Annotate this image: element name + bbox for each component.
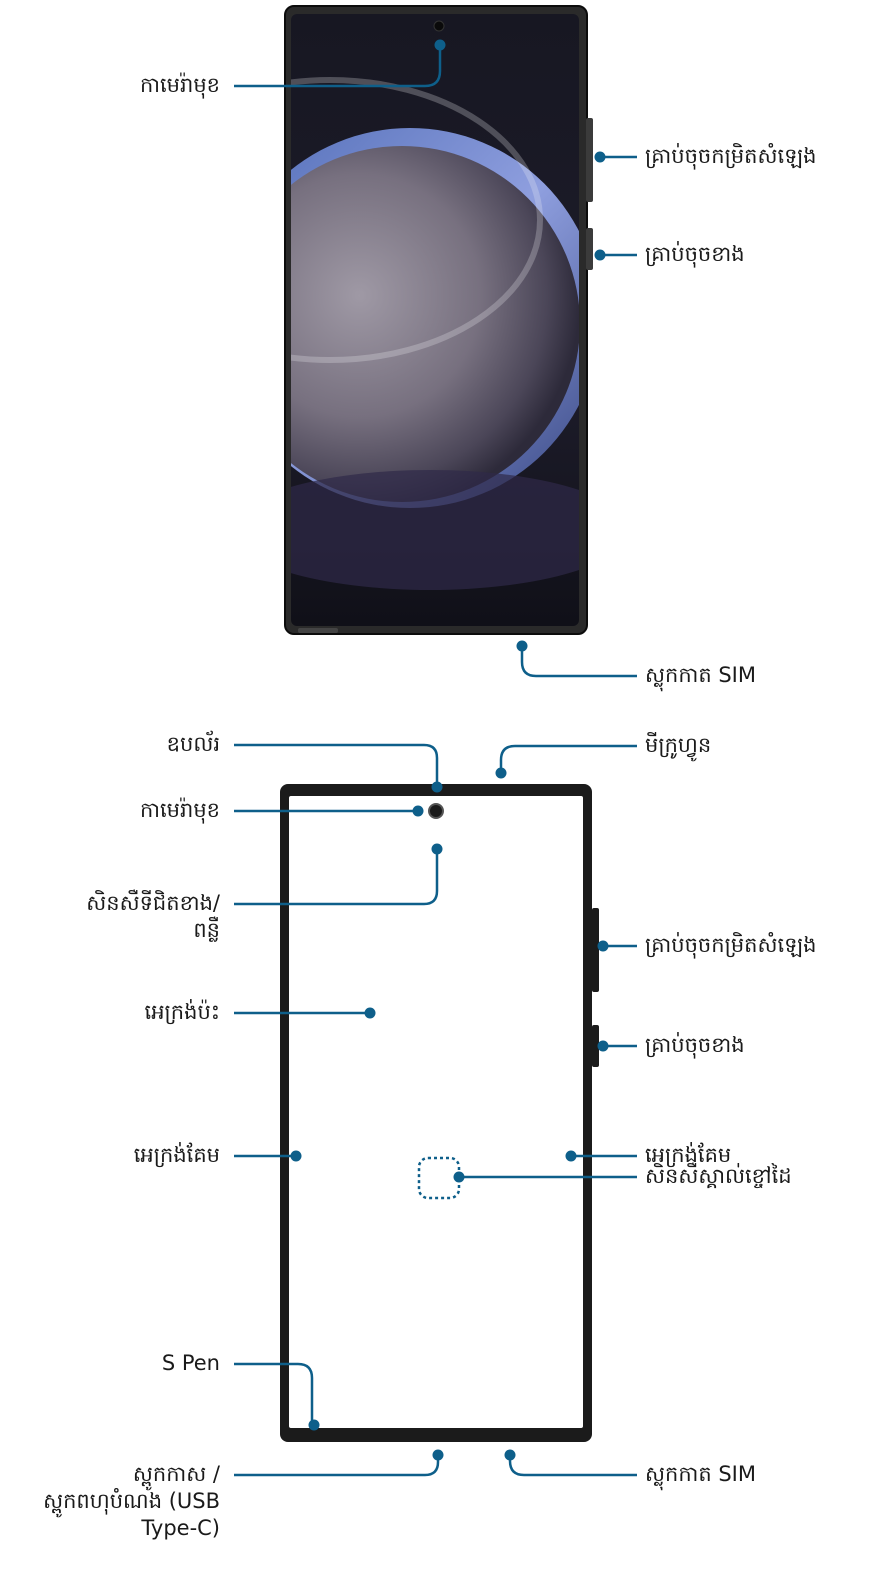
front-volume-key-shape xyxy=(586,118,593,202)
diagram-phone-illustration xyxy=(280,784,599,1442)
diagram-side-key-shape xyxy=(592,1025,599,1067)
front-phone-illustration xyxy=(284,5,593,635)
label-proximity-sensor-line2: ពន្លឺ xyxy=(193,918,220,942)
callout-proximity-sensor xyxy=(234,849,439,906)
label-sim-tray-2: ស្លុកកាត SIM xyxy=(645,1462,756,1486)
callout-dot-touchscreen xyxy=(364,1007,376,1019)
callout-front-camera xyxy=(234,44,442,88)
wallpaper-planet xyxy=(291,146,579,502)
label-port-line1: ស្ពូកកាស / xyxy=(132,1462,220,1486)
diagram-volume-key-shape xyxy=(592,908,599,992)
callout-dot-s-pen xyxy=(308,1419,320,1431)
front-side-key-shape xyxy=(586,228,593,270)
label-edge-screen-right: អេក្រង់គែម xyxy=(645,1143,732,1167)
callout-s-pen xyxy=(234,1362,314,1425)
label-front-camera-2: កាមេរ៉ាមុខ xyxy=(140,798,220,822)
label-port: ស្ពូកកាស / ស្ពូកពហុបំណង (USB Type-C) xyxy=(43,1461,220,1542)
callout-port xyxy=(234,1455,440,1477)
label-side-key: គ្រាប់ចុចខាង xyxy=(645,242,745,266)
callout-dot-port xyxy=(432,1449,444,1461)
callout-dot-proximity-sensor xyxy=(431,843,443,855)
label-port-line2: ស្ពូកពហុបំណង (USB xyxy=(43,1489,220,1513)
callout-microphone-top xyxy=(499,744,637,773)
label-port-line3: Type-C) xyxy=(141,1516,220,1540)
diagram-callouts xyxy=(234,743,637,1477)
label-proximity-sensor-line1: សិនសឺទីជិតខាង/ xyxy=(86,891,220,915)
callout-dot-front-camera-2 xyxy=(412,805,424,817)
wallpaper-arc xyxy=(291,77,543,363)
label-volume-keys: គ្រាប់ចុចកម្រិតសំឡេង xyxy=(645,144,817,168)
front-callouts xyxy=(234,39,637,678)
callout-dot-earpiece xyxy=(431,781,443,793)
label-touchscreen: អេក្រង់ប៉ះ xyxy=(144,1000,220,1024)
diagram-screen xyxy=(289,796,583,1428)
callout-dot-front-camera xyxy=(434,39,446,51)
callout-dot-microphone-top xyxy=(495,767,507,779)
label-s-pen: S Pen xyxy=(161,1351,220,1375)
label-earpiece: ឧបល័រ xyxy=(166,732,220,756)
front-camera-hole xyxy=(433,20,445,32)
callout-earpiece xyxy=(234,743,439,787)
label-volume-keys-2: គ្រាប់ចុចកម្រិតសំឡេង xyxy=(645,933,817,957)
callout-dot-side-key-2 xyxy=(597,1040,609,1052)
diagram-camera-hole xyxy=(428,803,444,819)
callout-dot-volume-keys-front xyxy=(594,151,606,163)
label-front-camera: កាមេរ៉ាមុខ xyxy=(140,73,220,97)
callout-dot-fingerprint-sensor xyxy=(453,1171,465,1183)
callout-dot-edge-screen-right xyxy=(565,1150,577,1162)
wallpaper-horizon-glow xyxy=(291,470,579,590)
front-bottom-bar xyxy=(298,628,338,633)
callout-sim-tray-2 xyxy=(508,1455,637,1477)
callout-sim-tray-front xyxy=(520,646,637,678)
callout-dot-volume-keys-2 xyxy=(597,940,609,952)
callout-dot-edge-screen-left xyxy=(290,1150,302,1162)
label-side-key-2: គ្រាប់ចុចខាង xyxy=(645,1033,745,1057)
callout-dot-sim-tray-front xyxy=(516,640,528,652)
label-microphone-top: មីក្រូហ្វូន xyxy=(645,733,712,757)
label-edge-screen-left: អេក្រង់គែម xyxy=(133,1143,220,1167)
callout-dot-sim-tray-2 xyxy=(504,1449,516,1461)
callout-dot-side-key-front xyxy=(594,249,606,261)
label-sim-tray: ស្លុកកាត SIM xyxy=(645,663,756,687)
label-fingerprint-sensor: សិនសឺស្គាល់ខ្ចៅដៃ xyxy=(645,1164,792,1188)
label-proximity-sensor: សិនសឺទីជិតខាង/ ពន្លឺ xyxy=(86,890,220,944)
